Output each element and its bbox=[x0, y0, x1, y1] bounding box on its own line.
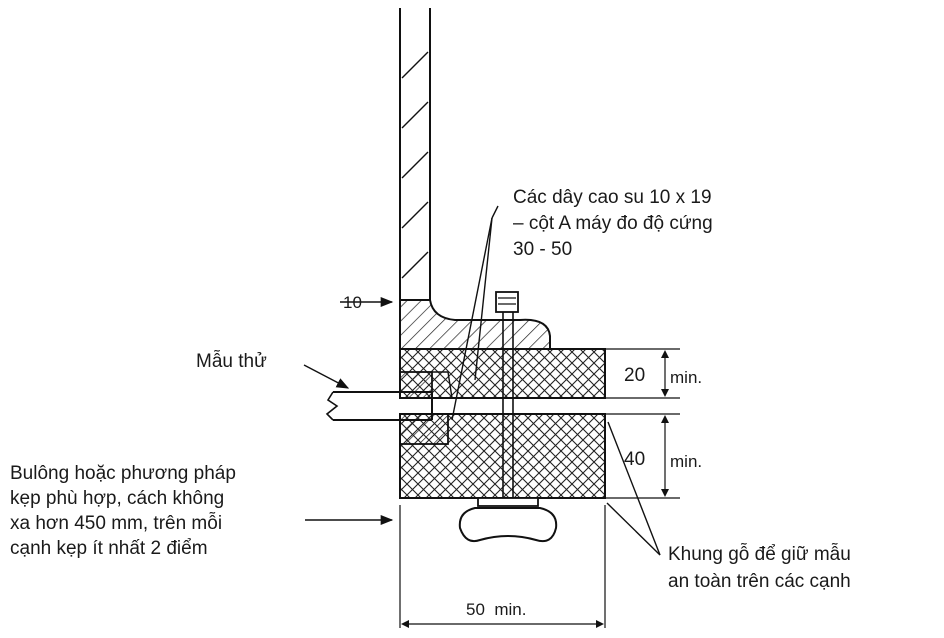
frame-label-line2: an toàn trên các cạnh bbox=[668, 571, 851, 592]
specimen bbox=[325, 391, 433, 421]
dimension-lines bbox=[399, 348, 680, 628]
rubber-strips-label-line1: Các dây cao su 10 x 19 bbox=[513, 187, 712, 208]
bolt bbox=[458, 312, 558, 543]
bolt-label-line3: xa hơn 450 mm, trên mỗi bbox=[10, 513, 223, 534]
dimension-arrowheads bbox=[401, 350, 669, 628]
bolt-label-line2: kẹp phù hợp, cách không bbox=[10, 488, 225, 509]
specimen-label: Mẫu thử bbox=[196, 351, 267, 372]
bolt-label-line4: cạnh kẹp ít nhất 2 điểm bbox=[10, 538, 208, 559]
dimension-20: 20 bbox=[624, 365, 646, 386]
leader-lines bbox=[303, 205, 661, 556]
dimension-40-min: min. bbox=[670, 452, 703, 471]
ten-dimension-label: 10 bbox=[343, 293, 362, 312]
dimension-20-min: min. bbox=[670, 368, 703, 387]
dimension-50-min: 50 min. bbox=[466, 600, 527, 619]
rubber-strips-label-line2: – cột A máy đo độ cứng bbox=[513, 213, 713, 234]
dimension-40: 40 bbox=[624, 449, 646, 470]
bolt-label-line1: Bulông hoặc phương pháp bbox=[10, 463, 236, 484]
rubber-strips-label-line3: 30 - 50 bbox=[513, 239, 573, 260]
frame-label-line1: Khung gỗ để giữ mẫu bbox=[668, 544, 851, 565]
glass-panel bbox=[399, 8, 431, 350]
